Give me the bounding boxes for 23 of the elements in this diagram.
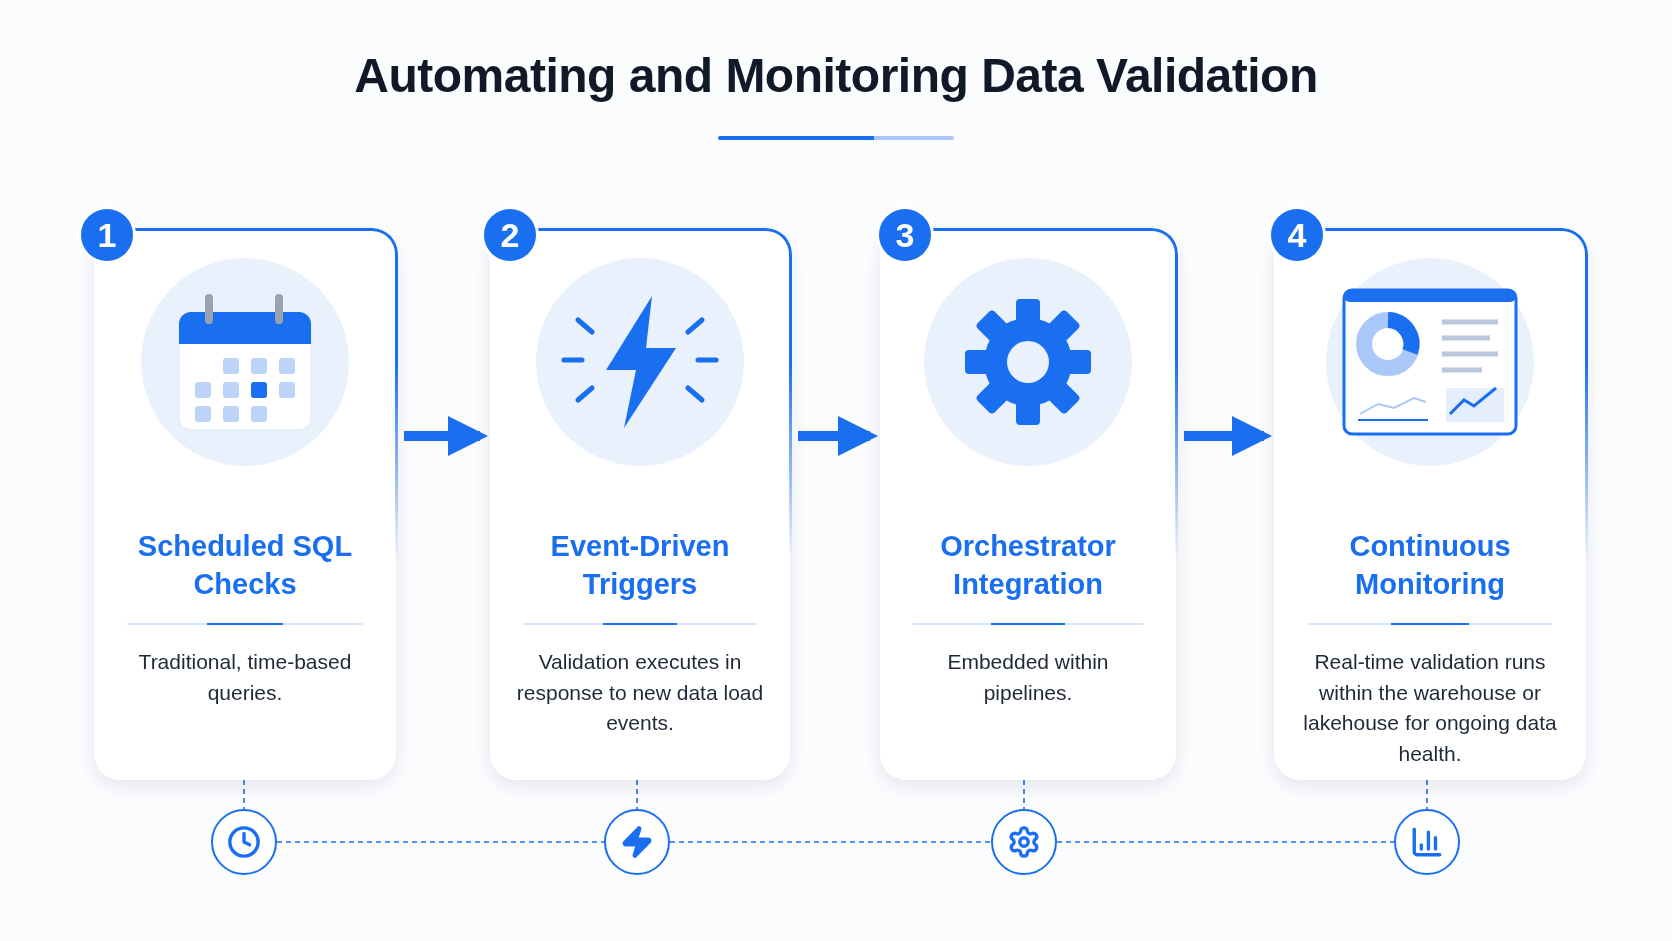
dashed-connector [243, 779, 245, 810]
step-title: Orchestrator Integration [939, 529, 1117, 602]
step-number: 1 [78, 206, 136, 264]
dashed-connector [1056, 841, 1395, 843]
dashed-connector [669, 841, 992, 843]
arrow [798, 416, 878, 456]
step-number: 3 [876, 206, 934, 264]
step-title: Scheduled SQL Checks [136, 529, 354, 602]
step-number: 2 [481, 206, 539, 264]
arrow [1184, 416, 1272, 456]
dashed-connector [1023, 779, 1025, 810]
step-description: Validation executes in response to new data load events. [515, 649, 765, 737]
arrow [404, 416, 488, 456]
step-number: 4 [1268, 206, 1326, 264]
title: Automating and Monitoring Data Validation [353, 48, 1319, 103]
step-title: Event-Driven Triggers [549, 529, 731, 602]
dashed-connector [636, 779, 638, 810]
step-description: Real-time validation runs within the warehouse or lakehouse for ongoing data health. [1302, 649, 1558, 767]
step-description: Embedded within pipelines. [946, 649, 1110, 706]
dashed-connector [276, 841, 605, 843]
dashed-connector [1426, 779, 1428, 810]
step-description: Traditional, time-based queries. [137, 649, 353, 706]
step-title: Continuous Monitoring [1348, 529, 1512, 602]
